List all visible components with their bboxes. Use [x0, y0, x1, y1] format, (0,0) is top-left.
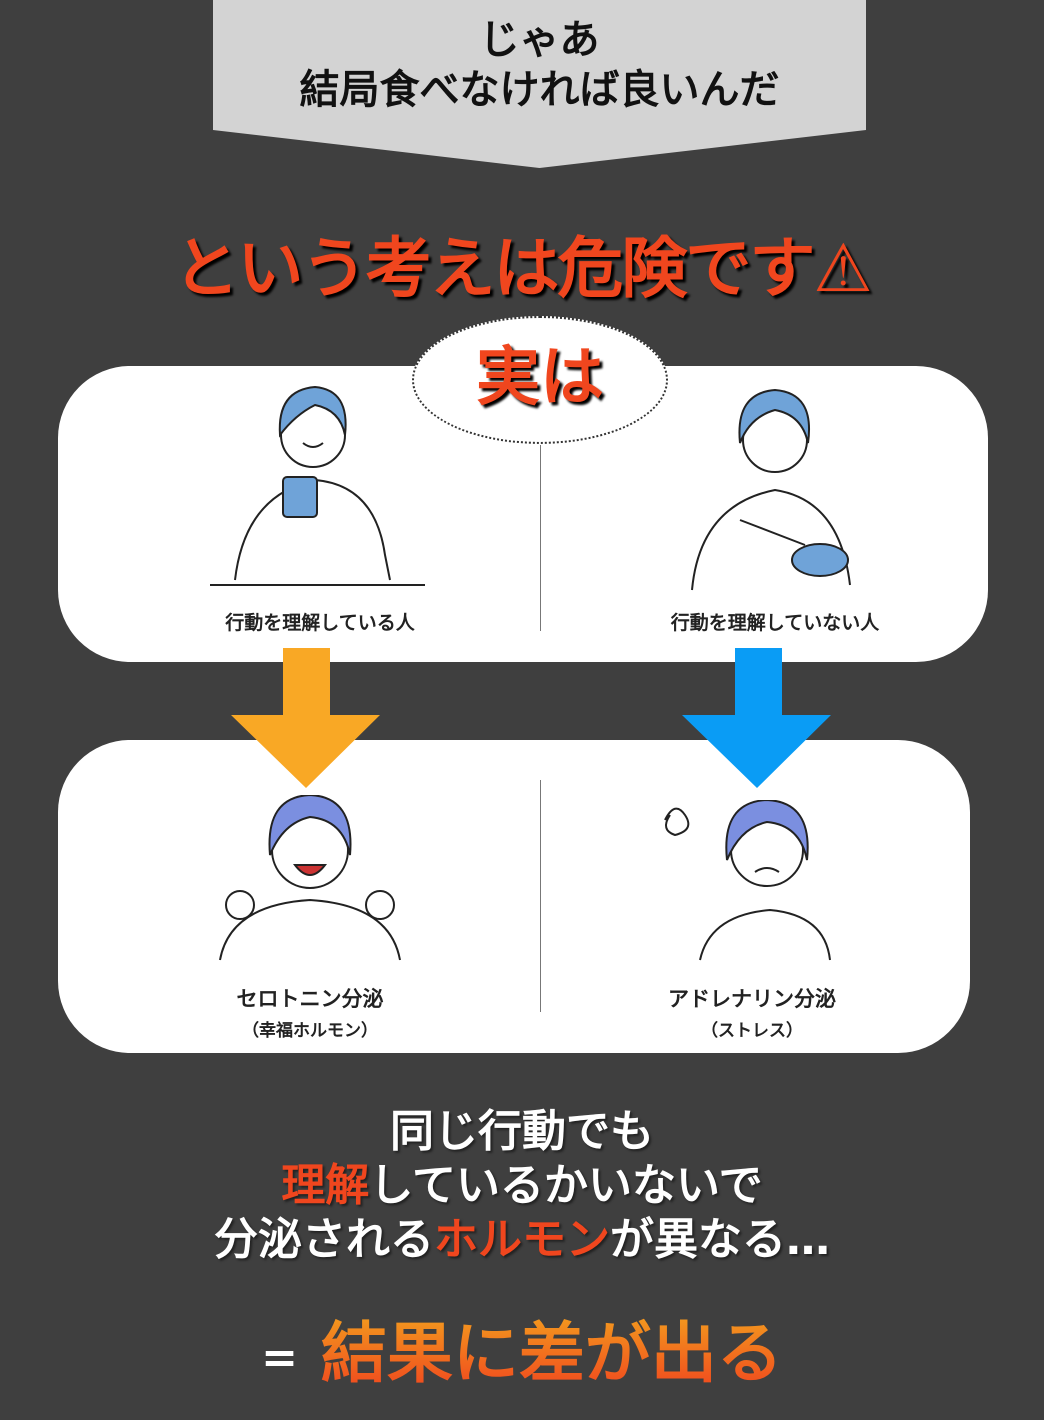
understanding-label: 行動を理解している人: [225, 612, 415, 634]
person-drinking-illustration: [210, 385, 425, 586]
bottom-divider: [540, 780, 541, 1012]
result-line: = 結果に差が出る: [0, 1300, 1044, 1396]
banner-line-1: じゃあ: [479, 17, 600, 63]
in-fact-bubble: 実は: [412, 316, 668, 444]
message-line-2: 理解しているかいないで: [0, 1159, 1044, 1213]
in-fact-text: 実は: [476, 341, 604, 415]
orange-down-arrow-icon: [231, 648, 380, 788]
message-line-2-rest: しているかいないで: [369, 1160, 763, 1211]
happy-person-illustration: [219, 795, 401, 961]
bottom-panel: [58, 740, 970, 1053]
top-divider: [540, 445, 541, 631]
warning-headline: という考えは危険です⚠: [173, 230, 872, 307]
person-eating-illustration: [691, 388, 851, 591]
adrenaline-sub: （ストレス）: [701, 1021, 803, 1041]
question-banner: じゃあ 結局食べなければ良いんだ: [213, 0, 866, 168]
stressed-person-illustration: [664, 800, 831, 961]
equals-sign: =: [261, 1332, 298, 1384]
banner-line-2: 結局食べなければ良いんだ: [299, 67, 780, 113]
serotonin-label: セロトニン分泌: [236, 987, 384, 1011]
adrenaline-label: アドレナリン分泌: [668, 987, 836, 1011]
message-line-3: 分泌されるホルモンが異なる…: [0, 1213, 1044, 1267]
not-understanding-label: 行動を理解していない人: [670, 612, 880, 634]
understanding-highlight: 理解: [281, 1160, 370, 1211]
message-line-3-pre: 分泌される: [214, 1214, 434, 1265]
blue-down-arrow-icon: [682, 648, 831, 788]
hormone-highlight: ホルモン: [434, 1214, 610, 1265]
serotonin-sub: （幸福ホルモン）: [242, 1021, 378, 1041]
message-line-1: 同じ行動でも: [390, 1106, 654, 1157]
result-text: 結果に差が出る: [320, 1315, 783, 1392]
message-line-3-post: が異なる…: [610, 1214, 830, 1265]
